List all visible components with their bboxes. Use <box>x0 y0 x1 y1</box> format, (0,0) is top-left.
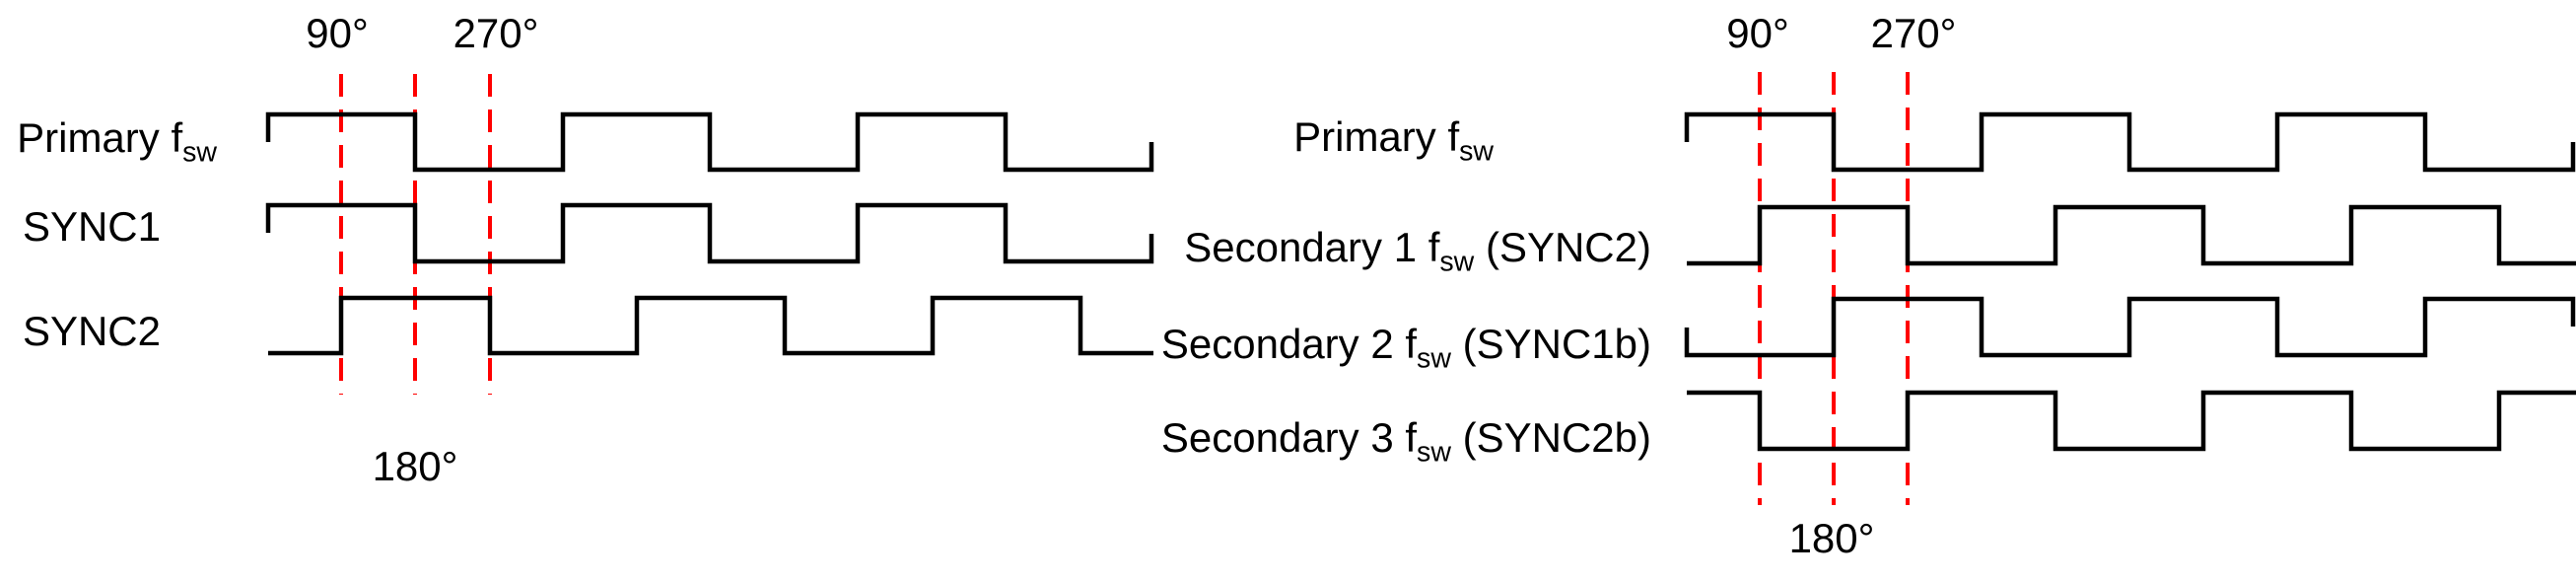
signal-label-secondary1: Secondary 1 fsw (SYNC2) <box>1184 224 1651 276</box>
phase-label-270-right-text: 270° <box>1870 10 1957 56</box>
signal-label-secondary2: Secondary 2 fsw (SYNC1b) <box>1160 321 1651 373</box>
phase-label-90-left: 90° <box>306 13 369 54</box>
signal-label-sync2: SYNC2 <box>23 311 161 352</box>
waveform-sync1-left <box>265 202 1154 264</box>
waveform-secondary2-fsw-sync1b-right <box>1684 296 2576 358</box>
waveform-sync2-left <box>268 295 1153 356</box>
signal-label-sync1-pre: SYNC1 <box>22 203 161 250</box>
phase-label-180-left-text: 180° <box>372 443 458 489</box>
signal-label-secondary3-post: (SYNC2b) <box>1450 414 1651 461</box>
phase-label-180-right-text: 180° <box>1788 515 1875 561</box>
signal-label-primary-right: Primary fsw <box>1293 113 1494 166</box>
phase-label-180-left: 180° <box>373 446 458 487</box>
phase-label-90-right: 90° <box>1726 13 1789 54</box>
signal-label-secondary3-sub: sw <box>1417 436 1451 469</box>
phase-label-270-right: 270° <box>1871 13 1957 54</box>
signal-label-secondary2-pre: Secondary 2 f <box>1160 321 1418 367</box>
waveform-primary-fsw-right <box>1684 111 2576 173</box>
signal-label-primary-left-sub: sw <box>182 136 217 169</box>
signal-label-sync2-pre: SYNC2 <box>22 308 161 354</box>
phase-label-270-left: 270° <box>453 13 539 54</box>
signal-label-primary-left-pre: Primary f <box>17 114 183 161</box>
signal-label-sync1: SYNC1 <box>23 206 161 248</box>
signal-label-primary-right-sub: sw <box>1459 135 1494 168</box>
waveform-secondary1-fsw-sync2-right <box>1687 204 2576 266</box>
signal-label-secondary2-sub: sw <box>1417 342 1451 375</box>
signal-label-secondary2-post: (SYNC1b) <box>1450 321 1651 367</box>
phase-label-270-left-text: 270° <box>453 10 539 56</box>
waveform-primary-fsw-left <box>265 111 1154 173</box>
signal-label-secondary3: Secondary 3 fsw (SYNC2b) <box>1160 414 1651 467</box>
signal-label-primary-left: Primary fsw <box>17 114 217 167</box>
signal-label-secondary1-sub: sw <box>1439 246 1475 278</box>
signal-label-secondary3-pre: Secondary 3 f <box>1160 414 1418 461</box>
phase-label-90-right-text: 90° <box>1726 10 1789 56</box>
phase-label-180-right: 180° <box>1789 518 1875 559</box>
waveform-secondary3-fsw-sync2b-right <box>1687 390 2576 452</box>
signal-label-primary-right-pre: Primary f <box>1293 113 1460 160</box>
signal-label-secondary1-pre: Secondary 1 f <box>1184 224 1440 270</box>
phase-label-90-left-text: 90° <box>306 10 369 56</box>
signal-label-secondary1-post: (SYNC2) <box>1474 224 1651 270</box>
